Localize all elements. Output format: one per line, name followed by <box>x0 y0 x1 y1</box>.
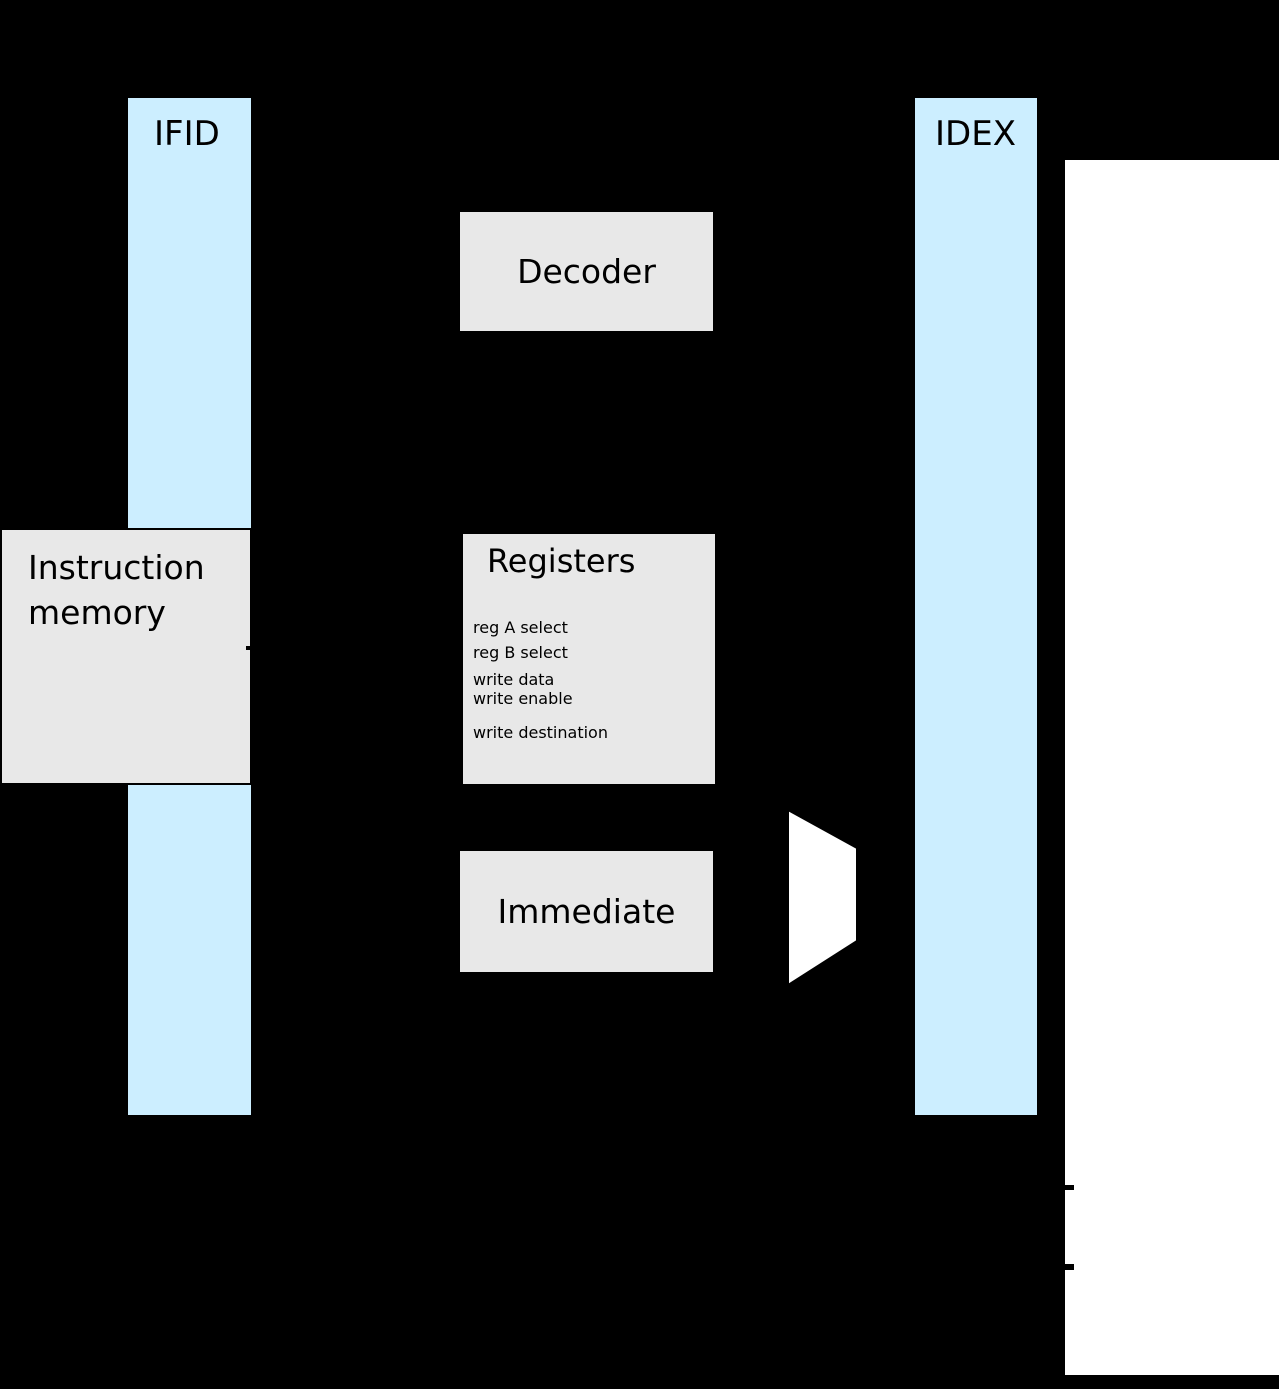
registers-title: Registers <box>487 542 636 580</box>
wire-stub-panel-top <box>1065 1185 1074 1190</box>
wire-stub-instruction-memory <box>246 646 252 650</box>
registers-port-write-enable: write enable <box>473 689 573 708</box>
idex-label: IDEX <box>935 114 1016 154</box>
instruction-memory-box: Instruction memory <box>0 528 252 785</box>
registers-port-reg-a-select: reg A select <box>473 618 568 637</box>
mux-polygon <box>788 810 858 986</box>
right-white-panel <box>1065 160 1279 1375</box>
registers-port-write-data: write data <box>473 670 555 689</box>
registers-box: Registers reg A select reg B select writ… <box>461 532 717 786</box>
ifid-label: IFID <box>154 114 220 154</box>
immediate-label: Immediate <box>497 892 676 931</box>
immediate-box: Immediate <box>458 849 715 974</box>
registers-port-reg-b-select: reg B select <box>473 643 568 662</box>
idex-pipeline-register-bar: IDEX <box>915 98 1037 1115</box>
decoder-box: Decoder <box>458 210 715 333</box>
decoder-label: Decoder <box>517 252 656 291</box>
mux-shape <box>788 810 858 986</box>
wire-stub-panel-bottom <box>1065 1264 1074 1270</box>
registers-port-write-destination: write destination <box>473 723 608 742</box>
instruction-memory-label: Instruction memory <box>28 548 205 632</box>
